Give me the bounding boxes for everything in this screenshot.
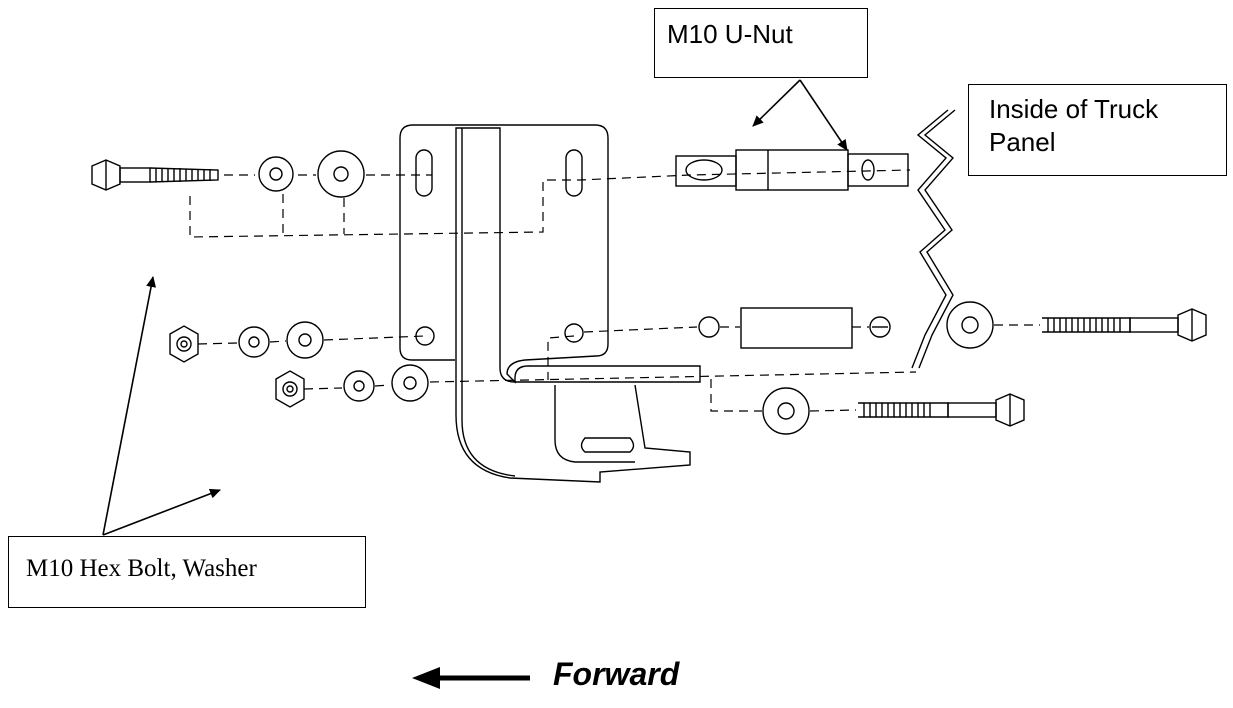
forward-label: Forward: [553, 656, 680, 692]
upper-washer-large: [317, 150, 365, 198]
u-nut: [675, 149, 909, 191]
mounting-bracket: [399, 124, 701, 483]
lower-washer-2a: [343, 370, 375, 402]
hex-bolt-leader-arrows: [102, 276, 221, 536]
hex-bolt-callout-text: M10 Hex Bolt, Washer: [26, 555, 257, 582]
forward-arrow-icon: [412, 667, 530, 689]
alignment-dashed-lines: [189, 169, 1040, 412]
right-washer-lower: [762, 387, 810, 435]
upper-hex-bolt: [91, 159, 219, 191]
truck-panel-callout-line2: Panel: [989, 127, 1056, 157]
u-nut-callout: M10 U-Nut: [654, 8, 868, 78]
lower-washer-1b: [286, 321, 324, 359]
u-nut-callout-text: M10 U-Nut: [667, 19, 793, 49]
lower-hex-nut-2: [275, 370, 305, 408]
hex-bolt-callout: M10 Hex Bolt, Washer: [8, 536, 366, 608]
spacer-tube: [698, 307, 891, 349]
lower-hex-nut-1: [169, 325, 199, 363]
right-hex-bolt-lower: [858, 393, 1025, 427]
right-hex-bolt-upper: [1042, 308, 1207, 342]
lower-washer-1a: [238, 326, 270, 358]
right-washer-upper: [946, 301, 994, 349]
u-nut-leader-arrows: [752, 79, 848, 151]
lower-washer-2b: [391, 364, 429, 402]
upper-washer-small: [258, 156, 294, 192]
truck-panel-callout-line1: Inside of Truck: [989, 94, 1159, 124]
truck-panel-break-line: [911, 109, 956, 369]
truck-panel-callout: Inside of Truck Panel: [968, 84, 1227, 176]
